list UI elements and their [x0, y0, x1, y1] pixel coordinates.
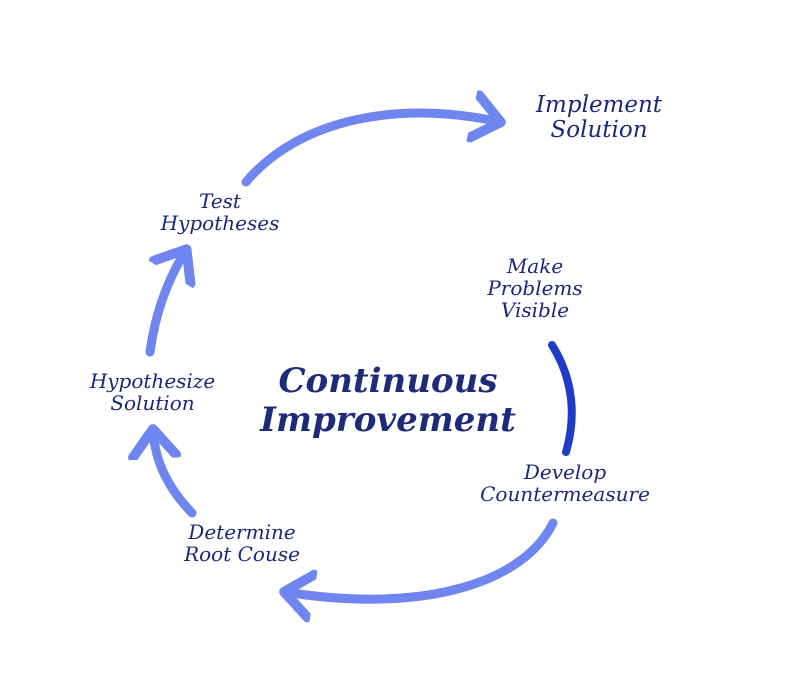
title-line-2: Improvement [260, 400, 516, 441]
step-develop-countermeasure: Develop Countermeasure [440, 461, 690, 505]
step-determine-root-cause: Determine Root Couse [152, 521, 332, 565]
step-test-line-2: Hypotheses [160, 211, 280, 235]
step-visible-line-1: Make [506, 254, 564, 278]
step-develop-line-1: Develop [523, 460, 607, 484]
step-implement-solution: Implement Solution [494, 92, 704, 144]
title-line-1: Continuous [278, 361, 498, 401]
step-hypothesize-line-1: Hypothesize [89, 369, 216, 393]
step-test-line-1: Test [199, 189, 241, 213]
arrow-test-to-implement [241, 113, 500, 187]
step-make-problems-visible: Make Problems Visible [445, 255, 625, 321]
step-implement-line-2: Solution [550, 117, 648, 144]
step-implement-line-1: Implement [535, 92, 663, 118]
diagram-title: Continuous Improvement [228, 361, 548, 441]
step-visible-line-2: Problems [487, 276, 583, 300]
step-visible-line-3: Visible [500, 298, 570, 322]
step-develop-line-2: Countermeasure [480, 482, 650, 506]
step-rootcause-line-2: Root Couse [184, 542, 300, 566]
step-hypothesize-solution: Hypothesize Solution [55, 370, 250, 414]
arrow-rootcause-to-hypothesize [153, 430, 197, 518]
arrow-hypothesize-to-test [145, 250, 186, 357]
step-hypothesize-line-2: Solution [110, 391, 195, 415]
connector-visible-to-develop [548, 341, 576, 456]
step-rootcause-line-1: Determine [188, 520, 296, 544]
arrow-develop-to-rootcause [285, 518, 558, 599]
step-test-hypotheses: Test Hypotheses [130, 190, 310, 234]
